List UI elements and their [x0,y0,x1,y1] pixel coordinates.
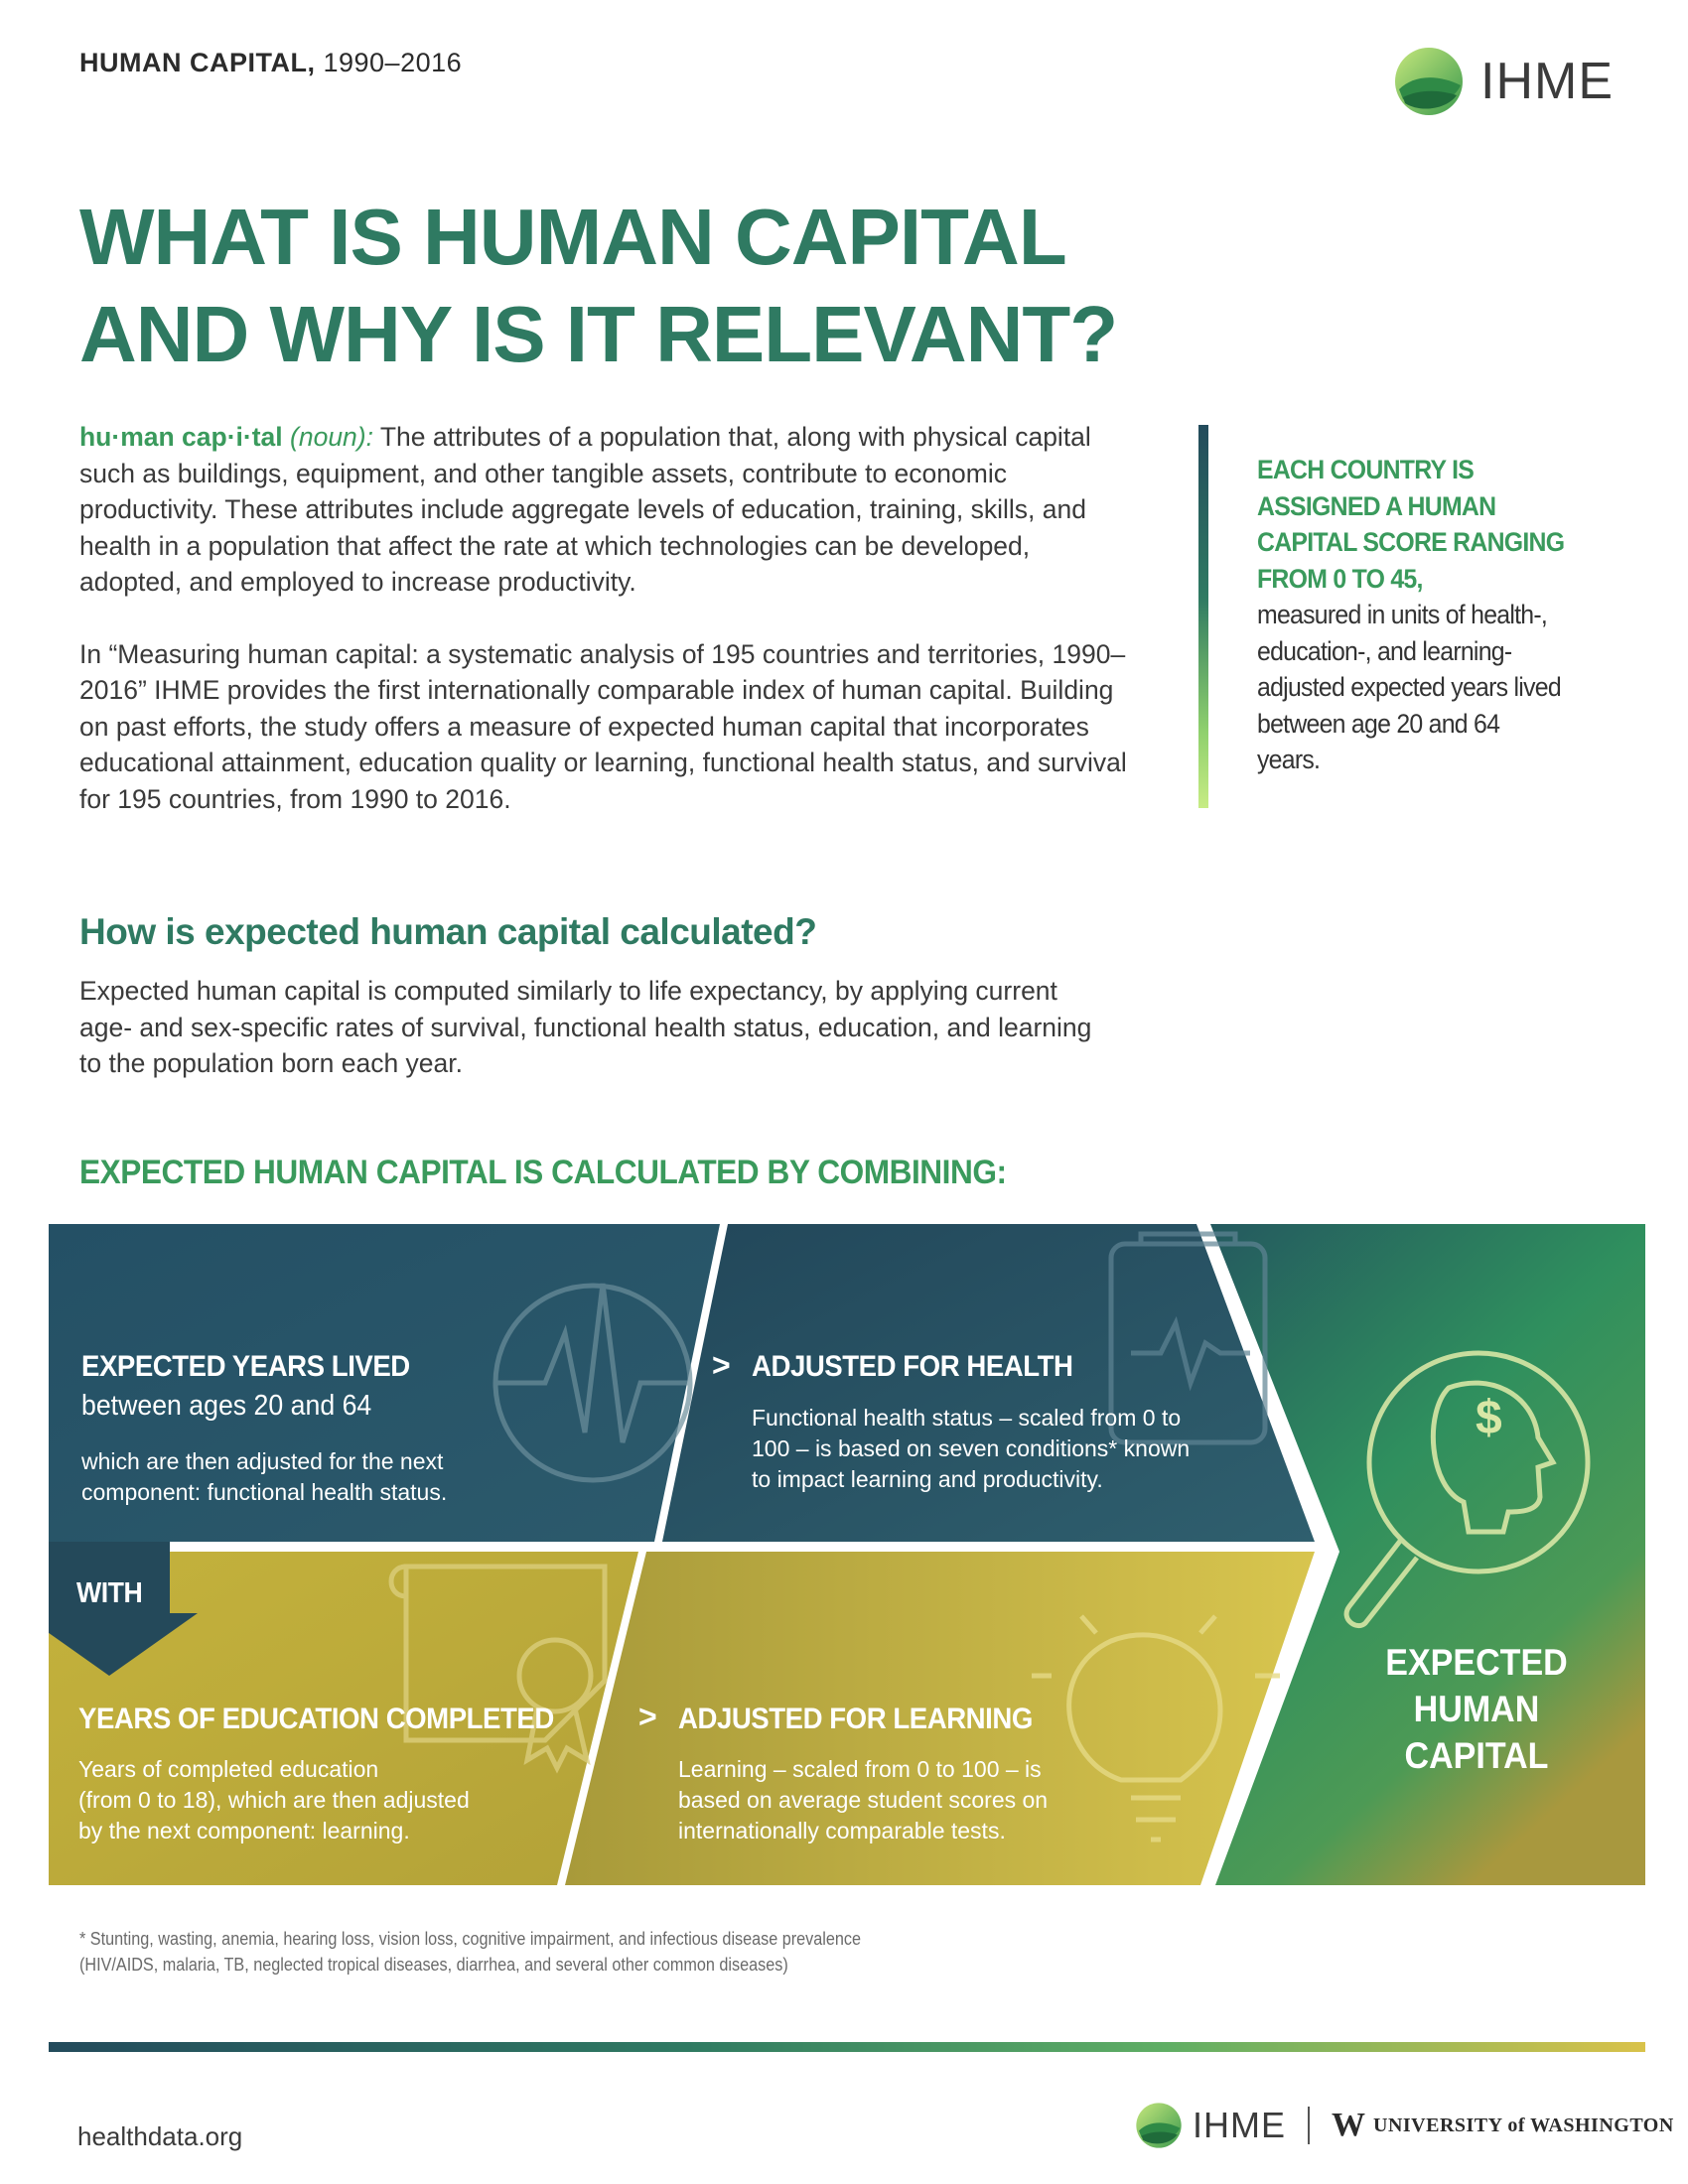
result-label: EXPECTED HUMAN CAPITAL [1348,1639,1605,1779]
page-title: WHAT IS HUMAN CAPITAL AND WHY IS IT RELE… [79,189,1118,383]
calc-heading: How is expected human capital calculated… [79,911,817,952]
definition-text: The attributes of a population that, alo… [79,422,1091,597]
panel4-body-line-3: internationally comparable tests. [678,1818,1006,1843]
panel-adjusted-health-bg [662,1224,1315,1542]
panel-adjusted-health-body: Functional health status – scaled from 0… [752,1403,1190,1495]
combining-heading: EXPECTED HUMAN CAPITAL IS CALCULATED BY … [79,1154,1007,1191]
panel-expected-years-subtitle: between ages 20 and 64 [81,1390,372,1422]
definition-paragraph: hu·man cap·i·tal (noun): The attributes … [79,419,1132,601]
clipboard-heartbeat-icon [1108,1231,1268,1445]
panel-expected-years-title: EXPECTED YEARS LIVED [81,1350,410,1383]
title-line-1: WHAT IS HUMAN CAPITAL [79,193,1067,281]
calculation-diagram: $ EXPECTED YEARS LIVED between ages 20 a… [49,1224,1645,1885]
panel2-body-line-3: to impact learning and productivity. [752,1466,1103,1492]
footnote-line-2: (HIV/AIDS, malaria, TB, neglected tropic… [79,1955,788,1975]
panel-education-body: Years of completed education (from 0 to … [78,1754,470,1846]
diploma-ribbon-icon [388,1564,608,1774]
study-paragraph: In “Measuring human capital: a systemati… [79,638,1127,814]
panel1-body-line-1: which are then adjusted for the next [81,1448,444,1474]
result-line-2: HUMAN [1413,1689,1540,1729]
panel-result-bg [1210,1224,1645,1885]
dollar-icon: $ [1476,1392,1502,1444]
ihme-leaf-icon [1395,48,1463,115]
sidebar-detail: measured in units of health-, education-… [1257,600,1562,774]
sidebar-accent-bar [1198,425,1208,808]
panel1-body-line-2: component: functional health status. [81,1479,448,1505]
header-label: HUMAN CAPITAL, 1990–2016 [79,48,463,77]
panel4-body-line-2: based on average student scores on [678,1787,1049,1813]
title-line-2: AND WHY IS IT RELEVANT? [79,290,1118,378]
with-label: WITH [76,1577,143,1609]
panel-education-bg [49,1552,638,1885]
magnifier-head-icon [1343,1350,1591,1629]
panel-education-title: YEARS OF EDUCATION COMPLETED [78,1703,554,1735]
footer-logos: IHME W UNIVERSITY of WASHINGTON [1135,2102,1674,2149]
panel-expected-years-bg [49,1224,720,1542]
ihme-logo[interactable]: IHME [1393,46,1614,117]
lightbulb-icon [1032,1614,1280,1843]
result-line-1: EXPECTED [1385,1642,1568,1683]
heartbeat-circle-icon [492,1283,693,1483]
term-noun: (noun): [282,422,373,452]
footnote: * Stunting, wasting, anemia, hearing los… [79,1926,973,1978]
footer-divider [49,2042,1645,2052]
intro-text: hu·man cap·i·tal (noun): The attributes … [79,419,1132,853]
panel-adjusted-learning-body: Learning – scaled from 0 to 100 – is bas… [678,1754,1048,1846]
panel3-body-line-1: Years of completed education [78,1756,379,1782]
panel-adjusted-learning-title: ADJUSTED FOR LEARNING [678,1703,1033,1735]
chevron-right-icon: > [712,1347,731,1383]
website-link[interactable]: healthdata.org [77,2121,243,2151]
panel-adjusted-health-title: ADJUSTED FOR HEALTH [752,1350,1073,1383]
panel-expected-years-body: which are then adjusted for the next com… [81,1446,447,1508]
chevron-right-icon: > [638,1699,657,1734]
panel4-body-line-1: Learning – scaled from 0 to 100 – is [678,1756,1042,1782]
sidebar-callout: EACH COUNTRY IS ASSIGNED A HUMAN CAPITAL… [1257,452,1568,778]
calc-body: Expected human capital is computed simil… [79,976,1092,1078]
footer-ihme-text[interactable]: IHME [1193,2105,1286,2145]
term: hu·man cap·i·tal [79,422,283,452]
sidebar-highlight: EACH COUNTRY IS ASSIGNED A HUMAN CAPITAL… [1257,455,1565,594]
with-arrow-shape [49,1542,198,1676]
panel3-body-line-2: (from 0 to 18), which are then adjusted [78,1787,470,1813]
panel2-body-line-1: Functional health status – scaled from 0… [752,1405,1182,1431]
uw-logo-w: W [1332,2107,1365,2143]
footnote-line-1: * Stunting, wasting, anemia, hearing los… [79,1929,862,1949]
footer-separator [1308,2107,1310,2144]
ihme-logo-text: IHME [1480,53,1614,110]
ihme-leaf-icon [1136,2103,1182,2148]
panel3-body-line-3: by the next component: learning. [78,1818,410,1843]
panel2-body-line-2: 100 – is based on seven conditions* know… [752,1435,1191,1461]
result-line-3: CAPITAL [1404,1735,1549,1776]
uw-logo-text[interactable]: UNIVERSITY of WASHINGTON [1373,2114,1674,2136]
